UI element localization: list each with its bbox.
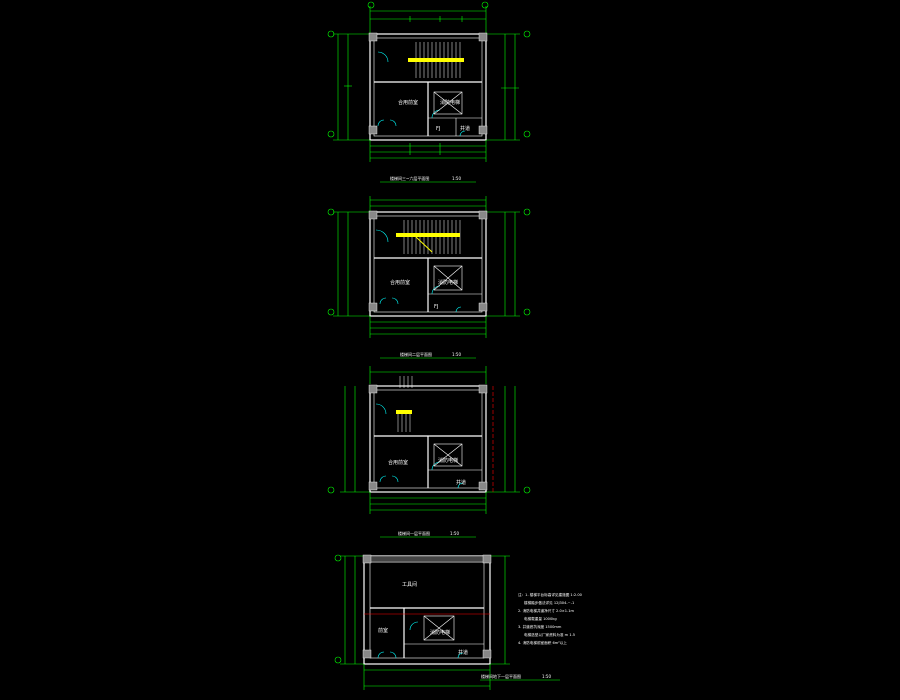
plan2-top-dimensions	[369, 196, 487, 212]
plan2-elevator-shaft	[433, 265, 463, 291]
plan-basement-1: 工具间 前室 消防电梯 井道 楼梯间地下一层平面图 1:50 注：1. 楼梯平台…	[334, 554, 583, 690]
note-line-2: 楼梯踏步做法详见 12J304-~-1	[524, 600, 574, 605]
plan2-room-label-1: 合用前室	[390, 279, 410, 286]
plan2-stair-arrow	[415, 236, 433, 253]
plan3-scale: 1:50	[450, 531, 459, 536]
plan1-stair-landing	[408, 58, 464, 62]
plan2-doors	[375, 229, 462, 313]
note-line-5: 3. 井道底坑深度 1500mm	[518, 624, 562, 629]
note-line-3: 2. 消防电梯井道净尺寸 2.0×1.1m	[518, 608, 574, 613]
axis-bubble	[523, 308, 531, 316]
axis-bubble	[327, 308, 335, 316]
plan4-room-label-2: 前室	[378, 627, 388, 634]
axis-bubble	[334, 656, 342, 664]
plan4-title: 楼梯间地下一层平面图	[481, 673, 521, 679]
plan3-title: 楼梯间一层平面图	[398, 530, 430, 536]
plan3-top-dimensions	[369, 366, 487, 384]
plan-floor-1: 合用前室 消防电梯 井道 楼梯间一层平面图 1:50	[327, 366, 531, 538]
plan3-stair-landing	[396, 410, 412, 414]
plan2-stair-landing	[396, 233, 460, 237]
axis-bubble	[523, 130, 531, 138]
plan3-bottom-dimensions	[369, 492, 487, 514]
plan3-stair-treads	[397, 376, 413, 432]
plan2-scale: 1:50	[452, 352, 461, 357]
plan1-elevator-shaft	[433, 91, 463, 115]
plan4-scale: 1:50	[542, 674, 551, 679]
plan1-room-label-4: FJ	[436, 126, 440, 132]
plan4-elevator-shaft	[423, 615, 455, 641]
plan4-room-label-1: 工具间	[402, 581, 417, 588]
plan1-top-dimensions	[369, 6, 487, 33]
plan-floor-2: 合用前室 消防电梯 FJ 楼梯间二层平面图 1:50	[327, 196, 531, 359]
plan3-side-dimensions	[340, 386, 520, 493]
axis-bubble	[334, 554, 342, 562]
axis-bubble	[327, 130, 335, 138]
plan3-room-label-2: 消防电梯	[438, 457, 458, 464]
plan3-elevator-shaft	[433, 443, 463, 467]
plan1-columns	[368, 32, 488, 135]
note-line-1: 注：1. 楼梯平台标高详见建施图 1:2.00	[518, 592, 583, 597]
plan2-room-label-2: 消防电梯	[438, 279, 458, 286]
plan2-columns	[368, 210, 488, 312]
axis-bubble	[523, 486, 531, 494]
axis-bubble	[327, 486, 335, 494]
axis-bubble	[367, 1, 375, 9]
plan1-room-label-2: 消防电梯	[440, 99, 460, 106]
plan2-side-dimensions	[333, 211, 520, 317]
plan4-room-label-3: 消防电梯	[430, 629, 450, 636]
plan4-columns	[362, 554, 492, 659]
plan4-room-label-4: 井道	[458, 649, 468, 656]
plan2-bottom-dimensions	[369, 316, 487, 338]
plan4-bottom-dimensions	[363, 664, 491, 690]
plan4-side-dimensions	[340, 555, 510, 665]
axis-bubble	[481, 1, 489, 9]
note-line-4: 电梯载重量 1000kg	[524, 616, 557, 621]
plan1-walls	[369, 33, 487, 141]
plan1-doors	[377, 51, 466, 137]
plan3-columns	[368, 384, 488, 491]
plan2-room-label-3: FJ	[434, 304, 438, 310]
note-line-6: 电梯选型以厂家资料为准 m 1.5	[524, 632, 575, 637]
plan1-right-dimensions	[486, 33, 520, 141]
plan1-room-label-3: 井道	[460, 125, 470, 132]
note-line-7: 4. 消防电梯前室面积 6m²以上	[518, 640, 567, 645]
plan4-title-block: 楼梯间地下一层平面图 1:50	[480, 673, 560, 681]
plan2-title: 楼梯间二层平面图	[400, 351, 432, 357]
plan4-doors	[377, 621, 464, 659]
axis-bubble	[523, 208, 531, 216]
plan3-room-label-3: 井道	[456, 479, 466, 486]
axis-bubble	[327, 208, 335, 216]
plan1-bottom-dimensions	[369, 140, 487, 162]
plan3-walls	[369, 385, 487, 493]
axis-bubble	[327, 30, 335, 38]
plan3-title-block: 楼梯间一层平面图 1:50	[380, 530, 476, 538]
plan2-title-block: 楼梯间二层平面图 1:50	[380, 351, 476, 359]
plan4-top-wall-hatch	[363, 555, 491, 563]
plan3-doors	[375, 403, 464, 489]
plan3-room-label-1: 合用前室	[388, 459, 408, 466]
plan2-walls	[369, 211, 487, 317]
plan1-title: 楼梯间三~六层平面图	[390, 175, 429, 181]
plan-floor-3-6: 合用前室 消防电梯 井道 FJ 楼梯间三~六层平面图 1:50	[327, 1, 531, 183]
plan1-left-dimensions	[333, 33, 370, 141]
axis-bubble	[523, 30, 531, 38]
plan1-room-label-1: 合用前室	[398, 99, 418, 106]
plan1-scale: 1:50	[452, 176, 461, 181]
plan1-title-block: 楼梯间三~六层平面图 1:50	[380, 175, 476, 183]
general-notes: 注：1. 楼梯平台标高详见建施图 1:2.00 楼梯踏步做法详见 12J304-…	[518, 592, 583, 645]
